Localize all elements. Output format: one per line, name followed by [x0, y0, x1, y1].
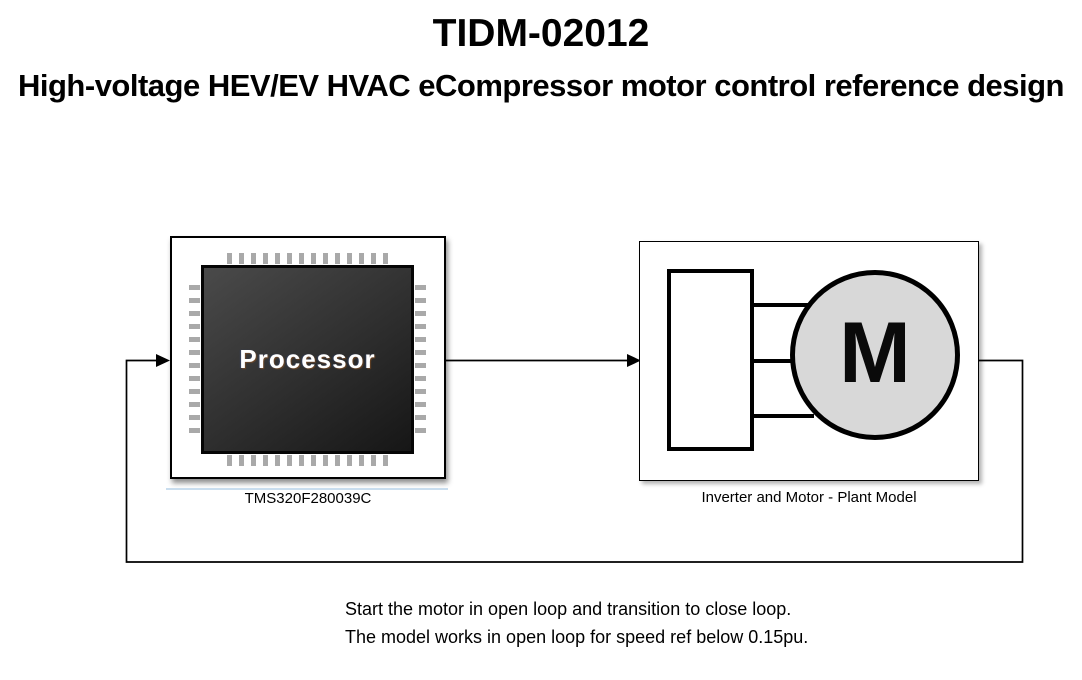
processor-block-name[interactable]: TMS320F280039C	[244, 490, 372, 507]
chip-body: Processor	[201, 265, 414, 454]
model-title: TIDM-02012	[432, 12, 650, 55]
chip-pins-right-icon	[415, 285, 426, 433]
phase-line-a	[754, 303, 814, 307]
motor-icon: M	[790, 270, 960, 440]
phase-line-c	[754, 414, 814, 418]
processor-input-arrowhead	[156, 354, 170, 367]
processor-block[interactable]: Processor	[170, 236, 446, 479]
chip-pins-left-icon	[189, 285, 200, 433]
inverter-motor-block[interactable]: M	[639, 241, 979, 481]
inverter-icon	[667, 269, 754, 451]
control-wire[interactable]	[446, 354, 641, 367]
chip-pins-bottom-icon	[227, 455, 388, 466]
chip-label: Processor	[239, 344, 376, 374]
annotation-line-2: The model works in open loop for speed r…	[345, 627, 809, 647]
model-subtitle: High-voltage HEV/EV HVAC eCompressor mot…	[18, 68, 1064, 103]
chip-pins-top-icon	[227, 253, 388, 264]
model-annotation: Start the motor in open loop and transit…	[345, 595, 808, 651]
inverter-motor-block-name[interactable]: Inverter and Motor - Plant Model	[701, 489, 917, 506]
phase-line-b	[754, 359, 814, 363]
processor-selection-underline	[166, 488, 448, 490]
motor-letter: M	[839, 305, 911, 401]
annotation-line-1: Start the motor in open loop and transit…	[345, 599, 792, 619]
